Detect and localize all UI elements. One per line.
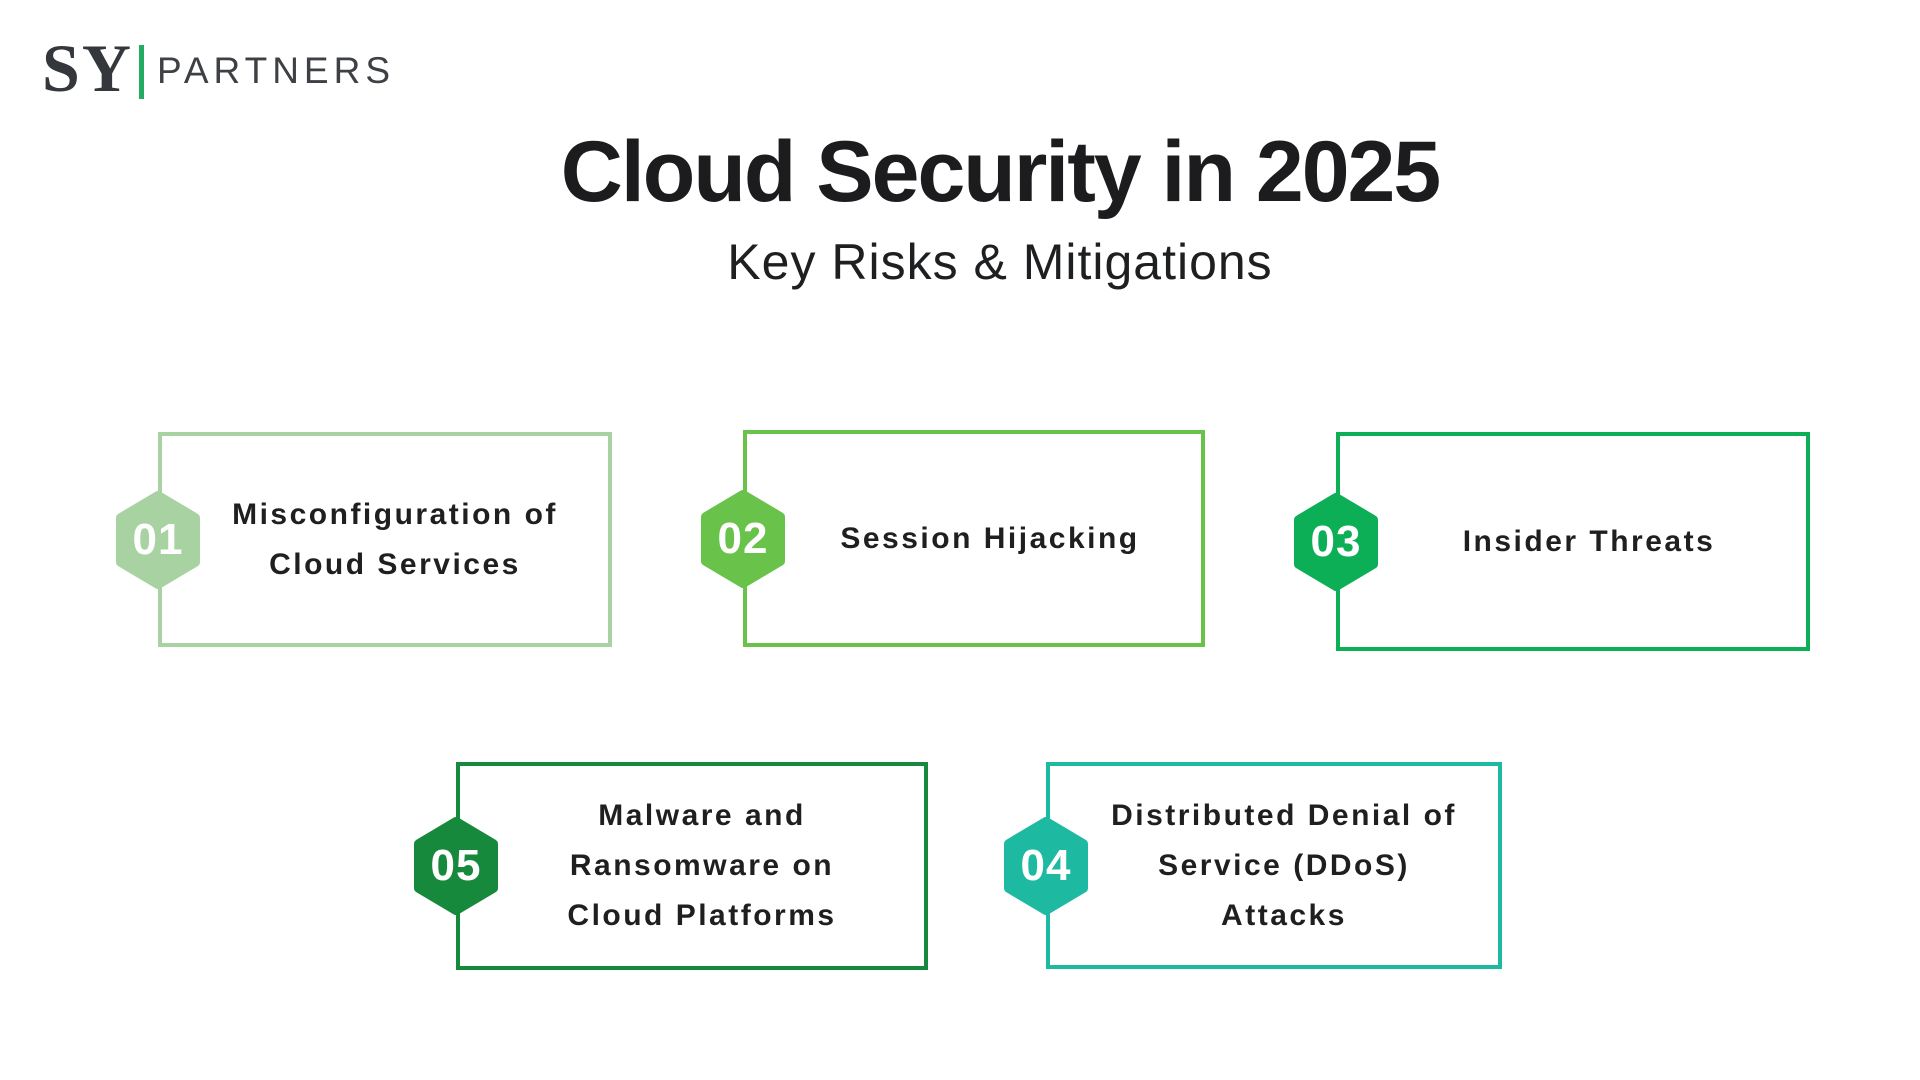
hexagon-badge-icon <box>414 817 498 915</box>
hexagon-badge-icon <box>116 490 200 589</box>
risk-number-badge-05: 05 <box>413 817 499 915</box>
risk-number: 01 <box>132 514 184 564</box>
risk-number: 04 <box>1020 840 1072 890</box>
risk-card-04: 04 Distributed Denial of Service (DDoS) … <box>1004 762 1502 969</box>
risk-label: Insider Threats <box>1462 524 1716 558</box>
risk-card-03: 03 Insider Threats <box>1294 432 1810 651</box>
risk-number: 05 <box>430 841 482 890</box>
risk-card-05: 05 Malware and Ransomware on Cloud Platf… <box>414 762 928 970</box>
hexagon-badge-icon <box>701 489 785 588</box>
risk-label: Distributed Denial of Service (DDoS) Att… <box>1111 798 1457 932</box>
brand-divider <box>138 45 144 99</box>
risk-label: Malware and Ransomware on Cloud Platform… <box>567 799 837 932</box>
brand-wordmark: PARTNERS <box>156 50 395 91</box>
hexagon-badge-icon <box>1004 816 1088 915</box>
risk-card-01: 01 Misconfiguration of Cloud Services <box>116 432 612 647</box>
brand-monogram: SY <box>42 30 133 106</box>
risk-number-badge-04: 04 <box>1003 816 1089 915</box>
risk-number-badge-02: 02 <box>700 489 786 588</box>
page-subtitle: Key Risks & Mitigations <box>727 233 1273 290</box>
risk-label: Misconfiguration of Cloud Services <box>232 497 558 581</box>
hexagon-badge-icon <box>1294 492 1378 591</box>
risk-card-02: 02 Session Hijacking <box>701 430 1205 647</box>
page-title: Cloud Security in 2025 <box>560 124 1441 220</box>
risk-number: 02 <box>717 513 769 563</box>
risk-number: 03 <box>1310 516 1362 566</box>
risk-label: Session Hijacking <box>840 521 1140 555</box>
risk-number-badge-03: 03 <box>1293 492 1379 591</box>
risk-number-badge-01: 01 <box>115 490 201 589</box>
slide-header: Cloud Security in 2025 Key Risks & Mitig… <box>40 126 1920 291</box>
brand-logo: SY PARTNERS <box>42 34 395 102</box>
